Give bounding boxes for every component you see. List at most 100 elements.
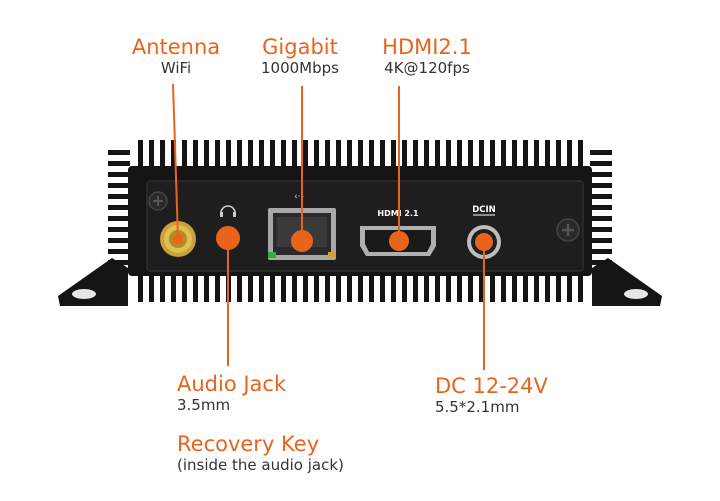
hdmi-title: HDMI2.1 <box>382 35 472 59</box>
heatsink-fin <box>435 140 440 170</box>
heatsink-fin <box>457 140 462 170</box>
recovery-callout: Recovery Key (inside the audio jack) <box>177 432 344 474</box>
heatsink-fin <box>523 140 528 170</box>
heatsink-fin <box>237 140 242 170</box>
mounting-flange-right <box>592 258 662 306</box>
heatsink-fin <box>590 150 612 155</box>
heatsink-fin <box>358 272 363 302</box>
heatsink-fin <box>590 238 612 243</box>
headphone-icon <box>220 205 236 214</box>
heatsink-fin <box>108 150 130 155</box>
heatsink-fin <box>336 140 341 170</box>
heatsink-fin <box>380 140 385 170</box>
heatsink-fin <box>545 140 550 170</box>
heatsink-fin <box>567 140 572 170</box>
antenna-title: Antenna <box>131 35 221 59</box>
heatsink-fin <box>590 260 612 265</box>
heatsink-fin <box>171 140 176 170</box>
hdmi-subtitle: 4K@120fps <box>384 59 470 77</box>
heatsink-fin <box>108 260 130 265</box>
heatsink-fin <box>391 272 396 302</box>
heatsink-fin <box>501 140 506 170</box>
heatsink-fin <box>108 172 130 177</box>
heatsink-fins-bottom <box>138 272 583 302</box>
heatsink-fin <box>545 272 550 302</box>
heatsink-fin <box>259 140 264 170</box>
heatsink-fin <box>226 140 231 170</box>
heatsink-fin <box>556 272 561 302</box>
heatsink-fin <box>369 272 374 302</box>
ethernet-network-icon: ‹·› <box>294 192 304 202</box>
heatsink-fin <box>590 161 612 166</box>
audio-subtitle: 3.5mm <box>177 396 231 414</box>
callout-lines <box>172 83 485 370</box>
heatsink-fin <box>402 272 407 302</box>
heatsink-fin <box>446 140 451 170</box>
heatsink-fin <box>578 140 583 170</box>
heatsink-fin <box>446 272 451 302</box>
heatsink-fin <box>578 272 583 302</box>
heatsink-fin <box>512 140 517 170</box>
heatsink-fin <box>160 272 165 302</box>
heatsink-fin <box>501 272 506 302</box>
heatsink-fin <box>108 205 130 210</box>
heatsink-fin <box>424 272 429 302</box>
heatsink-fin <box>281 140 286 170</box>
heatsink-fin <box>182 272 187 302</box>
screw-icon <box>148 191 168 211</box>
recovery-subtitle: (inside the audio jack) <box>177 456 344 474</box>
heatsink-fin <box>556 140 561 170</box>
heatsink-fin <box>193 140 198 170</box>
heatsink-fin <box>237 272 242 302</box>
heatsink-fin <box>490 272 495 302</box>
heatsink-fin <box>160 140 165 170</box>
heatsink-fin <box>590 216 612 221</box>
heatsink-fin <box>108 194 130 199</box>
heatsink-fin <box>314 140 319 170</box>
heatsink-fin <box>523 272 528 302</box>
heatsink-fin <box>292 140 297 170</box>
heatsink-fin <box>215 140 220 170</box>
heatsink-fins-top <box>138 140 583 170</box>
heatsink-fin <box>590 172 612 177</box>
heatsink-fin <box>468 140 473 170</box>
heatsink-fin <box>108 183 130 188</box>
audio-title: Audio Jack <box>177 372 287 396</box>
antenna-subtitle: WiFi <box>160 59 192 77</box>
antenna-callout: Antenna WiFi <box>120 35 232 77</box>
heatsink-fin <box>490 140 495 170</box>
heatsink-fin <box>534 140 539 170</box>
heatsink-fin <box>108 216 130 221</box>
heatsink-fin <box>347 272 352 302</box>
heatsink-fin <box>590 249 612 254</box>
audio-callout: Audio Jack 3.5mm <box>177 372 286 414</box>
heatsink-fin <box>292 272 297 302</box>
ethernet-title: Gigabit <box>262 35 338 59</box>
heatsink-fin <box>149 272 154 302</box>
heatsink-fin <box>590 205 612 210</box>
heatsink-fin <box>215 272 220 302</box>
heatsink-fin <box>479 272 484 302</box>
dc-port-label: DCIN <box>472 205 496 215</box>
heatsink-fin <box>248 140 253 170</box>
heatsink-fin <box>204 140 209 170</box>
callout-line-antenna <box>172 83 179 240</box>
dc-title: DC 12-24V <box>435 374 548 398</box>
heatsink-fin <box>380 272 385 302</box>
heatsink-fin <box>171 272 176 302</box>
heatsink-fin <box>303 140 308 170</box>
heatsink-fins-right <box>590 150 612 265</box>
heatsink-fin <box>204 272 209 302</box>
mounting-flange-left <box>58 258 128 306</box>
heatsink-fin <box>413 140 418 170</box>
ethernet-subtitle: 1000Mbps <box>261 59 339 77</box>
heatsink-fin <box>325 272 330 302</box>
heatsink-fin <box>391 140 396 170</box>
heatsink-fin <box>402 140 407 170</box>
hdmi-callout: HDMI2.1 4K@120fps <box>368 35 486 77</box>
heatsink-fin <box>413 272 418 302</box>
dc-callout: DC 12-24V 5.5*2.1mm <box>435 374 548 416</box>
heatsink-fin <box>325 140 330 170</box>
heatsink-fin <box>248 272 253 302</box>
